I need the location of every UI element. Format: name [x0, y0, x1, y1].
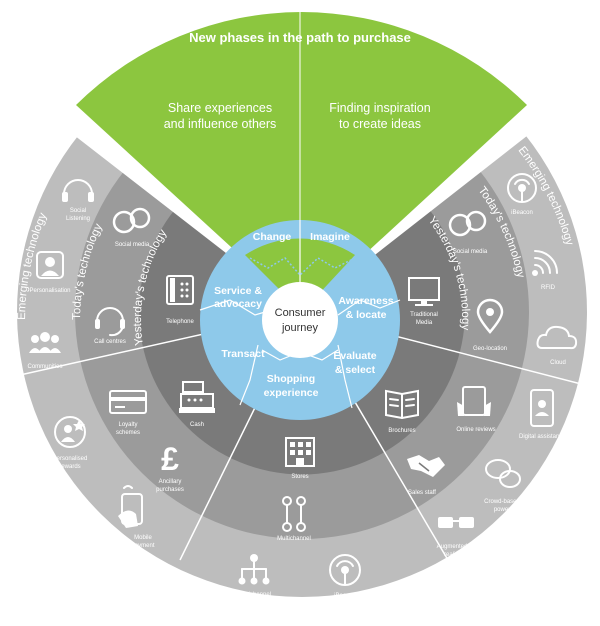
ibeacon-icon-bottom	[329, 554, 361, 586]
label-loyalty-1: Loyalty	[118, 422, 137, 428]
mobile-payment-icon	[118, 485, 143, 528]
label-personalised-1: Personalised	[53, 456, 88, 462]
cloud-icon	[536, 325, 578, 350]
label-call-centres: Call centres	[94, 339, 126, 345]
label-augmented-2: reality	[444, 552, 460, 558]
phase-awareness-line1: Awareness	[338, 295, 393, 307]
rfid-signal-icon	[532, 250, 558, 276]
banner-title: New phases in the path to purchase	[189, 30, 411, 45]
social-media-icon-right	[448, 210, 487, 237]
label-telephone: Telephone	[166, 319, 194, 325]
phase-awareness-line2: & locate	[346, 309, 387, 321]
phase-shopping-line2: experience	[264, 387, 319, 399]
label-social-listening-1: Social	[70, 208, 86, 214]
headphones-icon	[62, 179, 94, 202]
label-cloud: Cloud	[550, 360, 566, 366]
label-personalisation: Personalisation	[29, 288, 70, 294]
label-personalised-2: rewards	[59, 464, 80, 470]
person-icon	[36, 251, 64, 279]
phase-change: Change	[253, 231, 292, 243]
community-icon	[29, 332, 61, 353]
label-multichannel: Multichannel	[277, 536, 311, 542]
store-building-icon	[285, 437, 315, 467]
label-rfid: RFID	[541, 285, 556, 291]
handshake-icon	[407, 455, 445, 477]
pound-sign-icon: £	[161, 441, 179, 477]
centre-label-line1: Consumer	[275, 307, 326, 319]
tablet-hands-icon	[457, 386, 491, 416]
label-geo-location: Geo-location	[473, 346, 507, 352]
phase-imagine: Imagine	[310, 231, 350, 243]
label-mobile-1: Mobile	[134, 535, 152, 541]
banner-left-line1: Share experiences	[168, 101, 272, 115]
cash-register-icon	[179, 381, 215, 413]
phase-shopping-line1: Shopping	[267, 373, 315, 385]
omnichannel-icon	[238, 554, 270, 585]
label-ancillary-1: Ancillary	[159, 479, 182, 485]
location-pin-icon	[476, 298, 504, 334]
label-traditional-1: Traditional	[410, 312, 438, 318]
label-brochures: Brochures	[388, 428, 415, 434]
phase-service-line1: Service &	[214, 285, 262, 297]
label-stores: Stores	[291, 474, 308, 480]
label-mobile-2: payment	[131, 543, 154, 549]
centre-label-line2: journey	[281, 322, 319, 334]
label-augmented-1: Augmented	[437, 544, 468, 550]
telephone-icon	[166, 275, 194, 305]
centre-circle: Consumer journey	[262, 282, 338, 358]
label-social-media-left: Social media	[115, 242, 150, 248]
label-traditional-2: Media	[416, 320, 433, 326]
label-online-reviews: Online reviews	[456, 427, 495, 433]
banner-left-line2: and influence others	[164, 117, 277, 131]
label-ibeacon-bottom: iBeacon	[334, 593, 356, 599]
ibeacon-icon-top	[507, 173, 537, 203]
brochure-icon	[385, 389, 419, 420]
phase-evaluate-line2: & select	[335, 364, 376, 376]
label-cash: Cash	[190, 422, 204, 428]
multichannel-icon	[282, 496, 306, 532]
award-person-icon	[54, 416, 86, 448]
card-icon	[109, 390, 147, 414]
label-social-listening-2: Listening	[66, 216, 90, 222]
svg-text:£: £	[161, 441, 179, 477]
label-ancillary-2: purchases	[156, 487, 184, 493]
ar-glasses-icon	[438, 517, 474, 528]
social-media-icon	[112, 207, 151, 234]
label-sales-staff: Sales staff	[408, 490, 436, 496]
label-digital-assistant: Digital assistant	[519, 434, 561, 440]
monitor-icon	[408, 277, 440, 306]
banner-right-line2: to create ideas	[339, 117, 421, 131]
banner-right-line1: Finding inspiration	[329, 101, 430, 115]
label-omnichannel: omnichannel	[237, 592, 271, 598]
label-loyalty-2: schemes	[116, 430, 140, 436]
phase-evaluate-line1: Evaluate	[333, 350, 376, 362]
label-crowd-2: power	[494, 507, 510, 513]
label-ibeacon-top: iBeacon	[511, 210, 533, 216]
phase-transact: Transact	[221, 348, 265, 360]
digital-assistant-icon	[530, 389, 554, 427]
label-crowd-1: Crowd-based	[484, 499, 520, 505]
label-social-media-right: Social media	[453, 249, 488, 255]
headset-icon	[95, 307, 125, 337]
phase-service-line2: advocacy	[214, 298, 262, 310]
label-communities: Communities	[27, 364, 62, 370]
speech-bubbles-icon	[485, 459, 521, 488]
